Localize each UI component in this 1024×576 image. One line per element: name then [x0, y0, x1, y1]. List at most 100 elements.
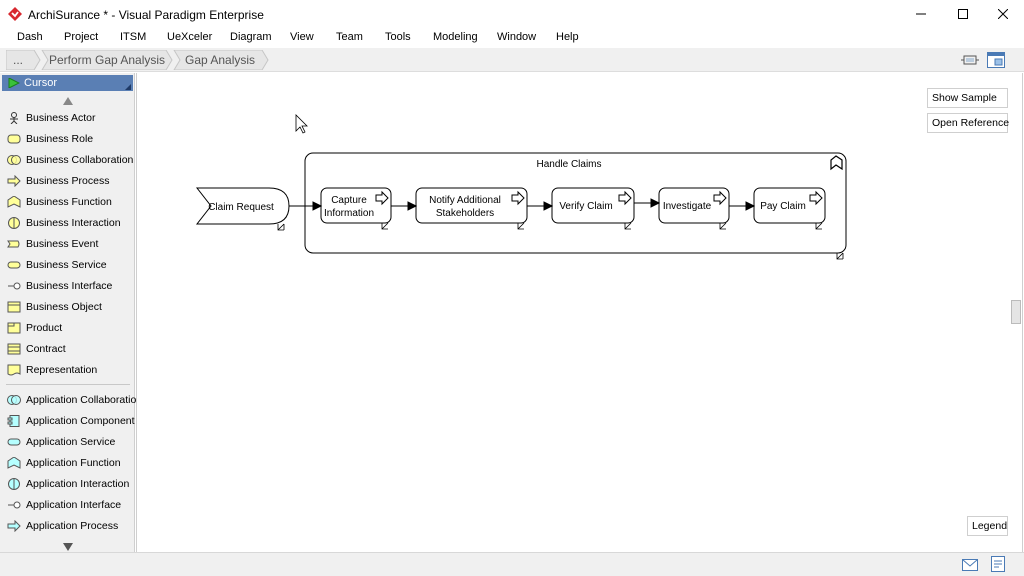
function-icon	[830, 155, 843, 171]
contract-icon	[7, 343, 21, 355]
process-investigate[interactable]: Investigate	[658, 187, 730, 230]
palette-business-interface[interactable]: Business Interface	[4, 276, 132, 296]
service-icon	[7, 438, 21, 446]
menu-view[interactable]: View	[290, 31, 314, 43]
palette-business-event[interactable]: Business Event	[4, 234, 132, 254]
event-icon	[7, 240, 20, 248]
process-pay-claim[interactable]: Pay Claim	[753, 187, 826, 230]
palette-business-service[interactable]: Business Service	[4, 255, 132, 275]
palette-scroll-up-icon[interactable]	[63, 97, 73, 105]
process-icon	[7, 520, 21, 532]
resize-handle-icon	[277, 223, 285, 231]
process-capture-information[interactable]: Capture Information	[320, 187, 392, 230]
notes-icon[interactable]	[991, 556, 1005, 572]
svg-text:Information: Information	[324, 208, 374, 219]
menu-bar: Dash Project ITSM UeXceler Diagram View …	[0, 28, 1024, 48]
canvas-scroll-handle[interactable]	[1011, 300, 1021, 324]
cursor-arrow-icon	[8, 78, 20, 88]
minimize-icon	[916, 13, 926, 15]
product-icon	[7, 322, 21, 334]
process-verify-claim[interactable]: Verify Claim	[551, 187, 635, 230]
resize-handle-icon	[815, 222, 823, 230]
component-icon	[7, 415, 20, 427]
svg-text:Notify Additional: Notify Additional	[429, 195, 501, 206]
palette-representation[interactable]: Representation	[4, 360, 132, 380]
interaction-icon	[8, 217, 20, 229]
representation-icon	[7, 364, 21, 376]
svg-text:Capture: Capture	[331, 195, 367, 206]
svg-text:Pay Claim: Pay Claim	[760, 201, 806, 212]
menu-modeling[interactable]: Modeling	[433, 31, 478, 43]
palette-application-collaboration[interactable]: Application Collaboration	[4, 390, 142, 410]
palette-business-object[interactable]: Business Object	[4, 297, 132, 317]
interface-icon	[8, 501, 21, 509]
interface-icon	[8, 282, 21, 290]
window-title: ArchiSurance * - Visual Paradigm Enterpr…	[28, 8, 264, 22]
menu-itsm[interactable]: ITSM	[120, 31, 147, 43]
palette-product[interactable]: Product	[4, 318, 132, 338]
palette-application-interaction[interactable]: Application Interaction	[4, 474, 132, 494]
process-notify-additional-stakeholders[interactable]: Notify Additional Stakeholders	[415, 187, 528, 230]
menu-uexceler[interactable]: UeXceler	[167, 31, 213, 43]
close-icon	[998, 9, 1008, 19]
claim-request-label: Claim Request	[208, 202, 274, 213]
function-icon	[7, 196, 21, 208]
process-arrow-icon	[511, 190, 525, 206]
palette-scroll-down-icon[interactable]	[63, 543, 73, 551]
palette-cursor[interactable]: Cursor	[2, 75, 133, 91]
actor-icon	[10, 112, 18, 124]
breadcrumb-more[interactable]: ...	[13, 53, 24, 67]
maximize-icon	[958, 9, 968, 19]
breadcrumb-item-gap-analysis[interactable]: Gap Analysis	[185, 53, 256, 67]
handle-claims-title: Handle Claims	[536, 159, 601, 170]
breadcrumb: ... Perform Gap Analysis Gap Analysis	[0, 48, 1024, 72]
fit-diagram-icon[interactable]	[961, 52, 979, 68]
palette-business-collaboration[interactable]: Business Collaboration	[4, 150, 133, 170]
mail-icon[interactable]	[962, 559, 978, 571]
claim-request-event[interactable]: Claim Request	[195, 187, 290, 231]
palette-business-function[interactable]: Business Function	[4, 192, 132, 212]
process-arrow-icon	[809, 190, 823, 206]
palette-business-process[interactable]: Business Process	[4, 171, 132, 191]
palette-application-function[interactable]: Application Function	[4, 453, 132, 473]
process-arrow-icon	[713, 190, 727, 206]
mouse-pointer-icon	[295, 114, 308, 134]
palette-business-role[interactable]: Business Role	[4, 129, 132, 149]
close-button[interactable]	[980, 0, 1024, 28]
triggering-connectors	[289, 198, 756, 211]
resize-handle-icon	[381, 222, 389, 230]
menu-team[interactable]: Team	[336, 31, 363, 43]
palette-contract[interactable]: Contract	[4, 339, 132, 359]
gap-analysis-diagram: Claim Request Handle Claims Capture Info…	[195, 114, 847, 260]
app-logo-icon	[8, 7, 22, 21]
menu-project[interactable]: Project	[64, 31, 99, 43]
menu-diagram[interactable]: Diagram	[230, 31, 272, 43]
maximize-button[interactable]	[940, 0, 986, 28]
menu-window[interactable]: Window	[497, 31, 537, 43]
breadcrumb-item-perform-gap-analysis[interactable]: Perform Gap Analysis	[49, 53, 166, 67]
resize-handle-icon	[719, 222, 727, 230]
show-sample-button[interactable]: Show Sample	[927, 88, 1008, 108]
collaboration-icon	[7, 395, 21, 405]
process-arrow-icon	[618, 190, 632, 206]
role-icon	[7, 134, 21, 144]
collaboration-icon	[7, 155, 21, 165]
minimize-button[interactable]	[898, 0, 944, 28]
diagram-canvas[interactable]: Show Sample Open Reference Legend Claim …	[136, 73, 1023, 552]
diagram-navigator-icon[interactable]	[987, 52, 1005, 68]
menu-dash[interactable]: Dash	[17, 31, 43, 43]
palette-application-service[interactable]: Application Service	[4, 432, 132, 452]
resize-handle-icon	[624, 222, 632, 230]
service-icon	[7, 261, 21, 269]
process-arrow-icon	[375, 190, 389, 206]
palette-application-interface[interactable]: Application Interface	[4, 495, 132, 515]
palette-business-interaction[interactable]: Business Interaction	[4, 213, 132, 233]
palette-business-actor[interactable]: Business Actor	[4, 108, 132, 128]
palette-application-process[interactable]: Application Process	[4, 516, 132, 536]
open-reference-button[interactable]: Open Reference	[927, 113, 1009, 133]
palette-cursor-label: Cursor	[24, 77, 58, 89]
palette-application-component[interactable]: Application Component	[4, 411, 135, 431]
legend-button[interactable]: Legend	[967, 516, 1008, 536]
menu-help[interactable]: Help	[556, 31, 579, 43]
menu-tools[interactable]: Tools	[385, 31, 411, 43]
